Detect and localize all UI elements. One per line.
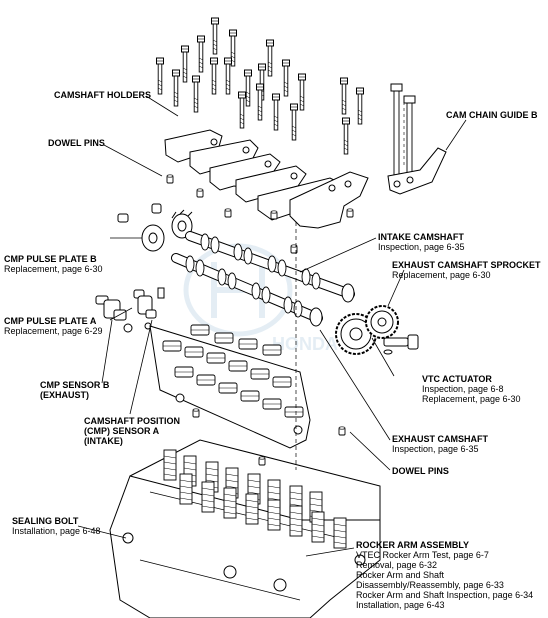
label-title: VTC ACTUATOR xyxy=(422,374,492,384)
label-sub: Installation, page 6-48 xyxy=(12,526,101,536)
intake-camshaft xyxy=(185,231,355,303)
label-cmp-pulse-plate-b: CMP PULSE PLATE B Replacement, page 6-30 xyxy=(4,254,103,274)
vtc-actuator xyxy=(365,305,419,355)
label-camshaft-holders: CAMSHAFT HOLDERS xyxy=(54,90,151,100)
cylinder-head xyxy=(109,439,381,618)
label-title: DOWEL PINS xyxy=(392,466,449,476)
label-line: Replacement, page 6-30 xyxy=(422,394,521,404)
label-sub: Replacement, page 6-29 xyxy=(4,326,103,336)
label-sealing-bolt: SEALING BOLT Installation, page 6-48 xyxy=(12,516,101,536)
label-intake-camshaft: INTAKE CAMSHAFT Inspection, page 6-35 xyxy=(378,232,465,252)
label-line: Rocker Arm and Shaft Inspection, page 6-… xyxy=(356,590,534,600)
camshaft-holder-bolts xyxy=(156,17,364,155)
cam-chain-guide-b xyxy=(387,147,447,195)
label-exhaust-camshaft: EXHAUST CAMSHAFT Inspection, page 6-35 xyxy=(392,434,488,454)
label-line: (INTAKE) xyxy=(84,436,123,446)
label-title: ROCKER ARM ASSEMBLY xyxy=(356,540,470,550)
rocker-arm-assembly xyxy=(149,324,311,449)
label-sub: Replacement, page 6-30 xyxy=(4,264,103,274)
label-title: EXHAUST CAMSHAFT SPROCKET xyxy=(392,260,541,270)
cmp-pulse-plate-b xyxy=(117,203,193,252)
label-line: VTEC Rocker Arm Test, page 6-7 xyxy=(356,550,489,560)
label-exhaust-camshaft-sprocket: EXHAUST CAMSHAFT SPROCKET Replacement, p… xyxy=(392,260,541,280)
label-sub: Inspection, page 6-35 xyxy=(392,444,479,454)
label-title: SEALING BOLT xyxy=(12,516,79,526)
label-sub: Replacement, page 6-30 xyxy=(392,270,491,280)
label-sub: Inspection, page 6-35 xyxy=(378,242,465,252)
label-title: CAMSHAFT HOLDERS xyxy=(54,90,151,100)
label-line: Disassembly/Reassembly, page 6-33 xyxy=(356,580,504,590)
exhaust-camshaft xyxy=(171,253,323,327)
label-title: CMP PULSE PLATE B xyxy=(4,254,97,264)
label-title: EXHAUST CAMSHAFT xyxy=(392,434,488,444)
label-line: Installation, page 6-43 xyxy=(356,600,445,610)
label-cmp-sensor-b: CMP SENSOR B (EXHAUST) xyxy=(40,380,109,400)
label-title: INTAKE CAMSHAFT xyxy=(378,232,464,242)
label-cam-chain-guide-b: CAM CHAIN GUIDE B xyxy=(446,110,538,120)
cmp-sensors xyxy=(95,287,165,333)
cam-chain-guide-bolts xyxy=(390,83,416,178)
label-line: Rocker Arm and Shaft xyxy=(356,570,445,580)
leader-lines xyxy=(77,95,467,557)
label-line: CMP SENSOR B xyxy=(40,380,110,390)
label-line: CAMSHAFT POSITION xyxy=(84,416,180,426)
label-rocker-arm-assembly: ROCKER ARM ASSEMBLY VTEC Rocker Arm Test… xyxy=(356,540,533,610)
label-dowel-pins-bottom: DOWEL PINS xyxy=(392,466,449,476)
label-line: (EXHAUST) xyxy=(40,390,89,400)
label-title: DOWEL PINS xyxy=(48,138,105,148)
svg-text:HONDA: HONDA xyxy=(272,334,338,354)
label-vtc-actuator: VTC ACTUATOR Inspection, page 6-8 Replac… xyxy=(422,374,521,404)
label-line: Inspection, page 6-8 xyxy=(422,384,504,394)
camshaft-holders xyxy=(164,129,369,229)
label-line: (CMP) SENSOR A xyxy=(84,426,160,436)
label-title: CAM CHAIN GUIDE B xyxy=(446,110,538,120)
label-line: Removal, page 6-32 xyxy=(356,560,438,570)
label-title: CMP PULSE PLATE A xyxy=(4,316,97,326)
label-dowel-pins-top: DOWEL PINS xyxy=(48,138,105,148)
label-camshaft-position-sensor-a: CAMSHAFT POSITION (CMP) SENSOR A (INTAKE… xyxy=(84,416,180,446)
label-cmp-pulse-plate-a: CMP PULSE PLATE A Replacement, page 6-29 xyxy=(4,316,103,336)
